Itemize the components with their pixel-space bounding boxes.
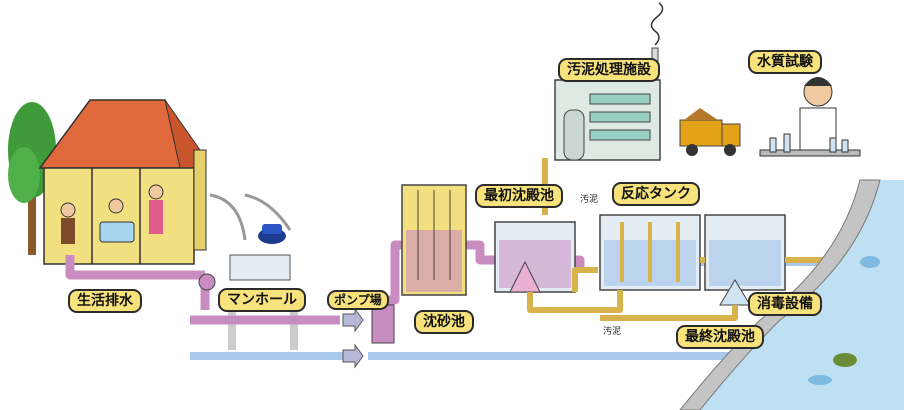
label-manhole: マンホール	[218, 288, 306, 312]
lab-scientist	[759, 77, 861, 157]
sludge-truck	[679, 108, 741, 156]
river	[679, 179, 904, 410]
primary-settling-tank-basin	[494, 221, 576, 293]
pump-station-tank	[371, 304, 395, 344]
label-primary-settling-tank: 最初沈殿池	[475, 184, 563, 208]
label-pump-station: ポンプ場	[327, 290, 389, 310]
house	[38, 99, 207, 265]
label-final-settling-tank: 最終沈殿池	[676, 325, 764, 349]
final-settling-tank-basin	[704, 214, 786, 306]
note-sludge-upper: 汚泥	[580, 195, 599, 205]
label-water-quality-test: 水質試験	[748, 50, 822, 74]
label-disinfection: 消毒設備	[748, 292, 822, 316]
reaction-tank-basin	[599, 214, 701, 291]
label-sludge-treatment: 汚泥処理施設	[558, 58, 660, 82]
label-domestic-wastewater: 生活排水	[68, 289, 142, 313]
note-sludge-lower: 汚泥	[603, 327, 622, 337]
flow-arrows	[342, 307, 364, 369]
grit-chamber-tank	[401, 184, 467, 296]
label-grit-chamber: 沈砂池	[414, 310, 474, 334]
label-reaction-tank: 反応タンク	[612, 182, 700, 206]
manhole-road	[209, 193, 298, 350]
